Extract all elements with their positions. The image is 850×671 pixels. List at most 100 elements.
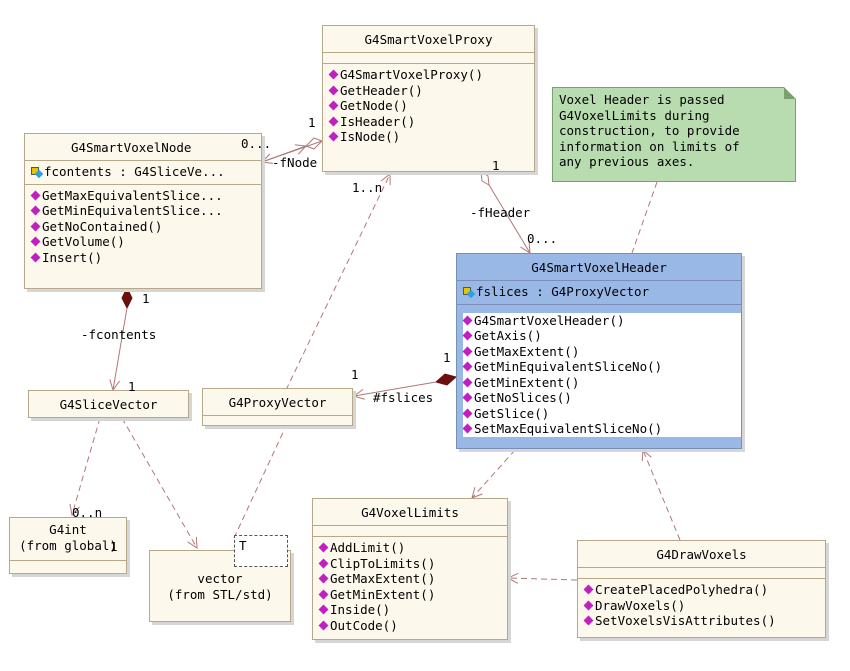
class-package: (from STL/std) (167, 587, 273, 602)
role-label: -fcontents (81, 327, 157, 342)
dep-line-vector-proxyvector (233, 425, 287, 539)
operation[interactable]: Insert() (30, 250, 257, 266)
operation[interactable]: GetMinExtent() (462, 375, 741, 391)
multiplicity-label: 0... (527, 231, 558, 246)
operation[interactable]: GetHeader() (328, 83, 530, 99)
operation-icon (583, 615, 594, 626)
operation-icon (328, 116, 339, 126)
aggregation-diamond-header (480, 171, 490, 186)
operation[interactable]: IsHeader() (328, 114, 530, 130)
template-parameter: T (239, 538, 247, 553)
dep-line-draw-limits (508, 578, 578, 580)
class-g4proxyvector[interactable]: G4ProxyVector (202, 388, 353, 426)
attributes-section: fslices : G4ProxyVector (457, 281, 741, 305)
class-package: (from global) (19, 538, 117, 553)
operations-section: AddLimit() ClipToLimits() GetMaxExtent()… (313, 537, 507, 637)
operation[interactable]: SetMaxEquivalentSliceNo() (462, 421, 741, 437)
assoc-line-fheader (488, 184, 530, 253)
operation[interactable]: GetMinEquivalentSlice... (30, 203, 257, 219)
operations-section: G4SmartVoxelProxy() GetHeader() GetNode(… (323, 64, 534, 149)
operation-icon (30, 252, 41, 262)
operation-icon (328, 69, 339, 80)
multiplicity-label: 1 (128, 379, 136, 394)
operation[interactable]: GetMaxEquivalentSlice... (30, 188, 257, 204)
operations-section: G4SmartVoxelHeader() GetAxis() GetMaxExt… (457, 305, 741, 437)
operation[interactable]: GetMinExtent() (318, 587, 503, 603)
operation[interactable]: Inside() (318, 602, 503, 618)
operations-section: GetMaxEquivalentSlice... GetMinEquivalen… (25, 185, 261, 270)
class-name: G4int (49, 522, 87, 537)
operation[interactable]: ClipToLimits() (318, 556, 503, 572)
operation[interactable]: G4SmartVoxelProxy() (328, 67, 530, 83)
attribute[interactable]: fslices : G4ProxyVector (463, 284, 737, 300)
operation-icon (583, 600, 594, 610)
operation[interactable]: GetAxis() (462, 328, 741, 344)
dep-line-slice-int (72, 417, 101, 515)
note-voxel-header[interactable]: Voxel Header is passed G4VoxelLimits dur… (552, 87, 796, 182)
class-g4smartvoxelproxy[interactable]: G4SmartVoxelProxy G4SmartVoxelProxy() Ge… (322, 25, 535, 172)
class-g4drawvoxels[interactable]: G4DrawVoxels CreatePlacedPolyhedra() Dra… (577, 540, 826, 638)
operation-icon (318, 558, 329, 568)
attributes-section (313, 526, 507, 537)
operation-icon (318, 604, 329, 615)
role-label: -fHeader (470, 205, 531, 220)
class-name: G4ProxyVector (203, 389, 352, 416)
operation-icon (30, 221, 41, 231)
operation[interactable]: GetNoContained() (30, 219, 257, 235)
operation-icon (328, 131, 339, 142)
note-line: any previous axes. (559, 154, 695, 169)
class-vector[interactable]: vector (from STL/std) (149, 550, 291, 622)
operation[interactable]: AddLimit() (318, 540, 503, 556)
attributes-section: fcontents : G4SliceVe... (25, 161, 261, 185)
operation[interactable]: GetMaxExtent() (462, 344, 741, 360)
note-line: information on limits of (559, 138, 740, 154)
operation-icon (462, 315, 473, 325)
dep-line-draw-header (643, 450, 681, 541)
multiplicity-label: 0... (241, 136, 272, 151)
note-line: Voxel Header is passed (559, 92, 725, 107)
operation[interactable]: SetVoxelsVisAttributes() (583, 613, 821, 629)
operation[interactable]: IsNode() (328, 129, 530, 145)
operation[interactable]: GetVolume() (30, 234, 257, 250)
composition-diamond-header (434, 373, 458, 386)
assoc-line-fslices (354, 381, 437, 396)
class-g4int[interactable]: G4int (from global) (9, 517, 127, 574)
multiplicity-label: 0..n (72, 505, 103, 520)
class-g4smartvoxelnode[interactable]: G4SmartVoxelNode fcontents : G4SliceVe..… (24, 133, 262, 289)
assoc-line-fnode (262, 140, 323, 162)
operation-icon (30, 205, 41, 216)
operation-icon (462, 408, 473, 418)
key-attribute-icon (463, 287, 476, 299)
multiplicity-label: 1 (492, 158, 500, 173)
operations-section: CreatePlacedPolyhedra() DrawVoxels() Set… (578, 579, 825, 633)
class-name: vector (197, 571, 243, 586)
attribute[interactable]: fcontents : G4SliceVe... (31, 164, 257, 180)
class-g4smartvoxelheader[interactable]: G4SmartVoxelHeader fslices : G4ProxyVect… (456, 253, 742, 449)
class-g4voxellimits[interactable]: G4VoxelLimits AddLimit() ClipToLimits() … (312, 498, 508, 640)
operation[interactable]: OutCode() (318, 618, 503, 634)
operation[interactable]: CreatePlacedPolyhedra() (583, 582, 821, 598)
operation[interactable]: GetMinEquivalentSliceNo() (462, 359, 741, 375)
operation[interactable]: GetNoSlices() (462, 390, 741, 406)
dep-line-slice-vector (121, 417, 197, 548)
class-name: G4SmartVoxelNode (25, 134, 261, 161)
multiplicity-label: 1 (351, 367, 359, 382)
note-line: G4VoxelLimits during (559, 107, 710, 123)
operation[interactable]: GetSlice() (462, 406, 741, 422)
role-label: -fNode (272, 155, 318, 170)
operation[interactable]: GetMaxExtent() (318, 571, 503, 587)
class-name: G4VoxelLimits (313, 499, 507, 526)
dep-line-proxyvector-proxy (285, 174, 390, 391)
operation-icon (462, 346, 473, 356)
class-name: G4SmartVoxelHeader (457, 254, 741, 281)
role-label: #fslices (373, 390, 434, 405)
operation[interactable]: GetNode() (328, 98, 530, 114)
class-g4slicevector[interactable]: G4SliceVector (28, 390, 189, 418)
class-name: G4DrawVoxels (578, 541, 825, 568)
operation-icon (462, 361, 473, 372)
operation[interactable]: DrawVoxels() (583, 598, 821, 614)
operation-icon (30, 190, 41, 200)
operation[interactable]: G4SmartVoxelHeader() (462, 313, 741, 329)
